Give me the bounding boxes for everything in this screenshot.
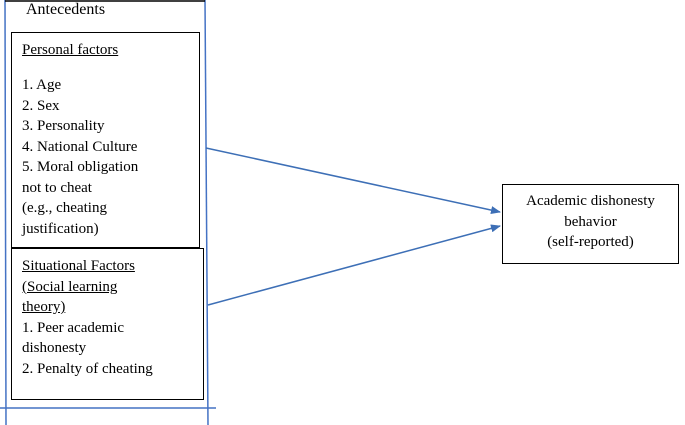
outcome-line: Academic dishonesty [526,193,655,209]
personal-item: not to cheat [22,179,92,196]
situational-item: dishonesty [22,340,87,356]
situational-item: 1. Peer academic [22,319,125,336]
frame-left-line [4,0,7,425]
personal-factors-box [11,32,200,248]
outcome-line: behavior [564,213,617,230]
outcome-line: (self-reported) [547,234,634,250]
situational-heading-line: (Social learning [22,278,118,295]
personal-item: 4. National Culture [22,138,138,155]
situational-heading-line: Situational Factors [22,258,135,274]
personal-item: (e.g., cheating [22,200,107,216]
academic-dishonesty-box [502,184,679,264]
personal-factors-heading: Personal factors [22,42,119,58]
personal-item: 2. Sex [22,97,60,114]
personal-item: 5. Moral obligation [22,159,139,175]
arrow-personal-to-outcome [205,147,501,214]
arrow-situational-to-outcome [207,224,501,306]
situational-factors-box [11,248,204,400]
situational-item: 2. Penalty of cheating [22,360,153,377]
frame-right-line [204,0,209,425]
personal-item: justification) [22,220,99,237]
situational-heading-line: theory) [22,299,66,315]
personal-item: 3. Personality [22,118,105,134]
antecedents-title: Antecedents [26,1,106,18]
personal-item: 1. Age [22,77,62,93]
